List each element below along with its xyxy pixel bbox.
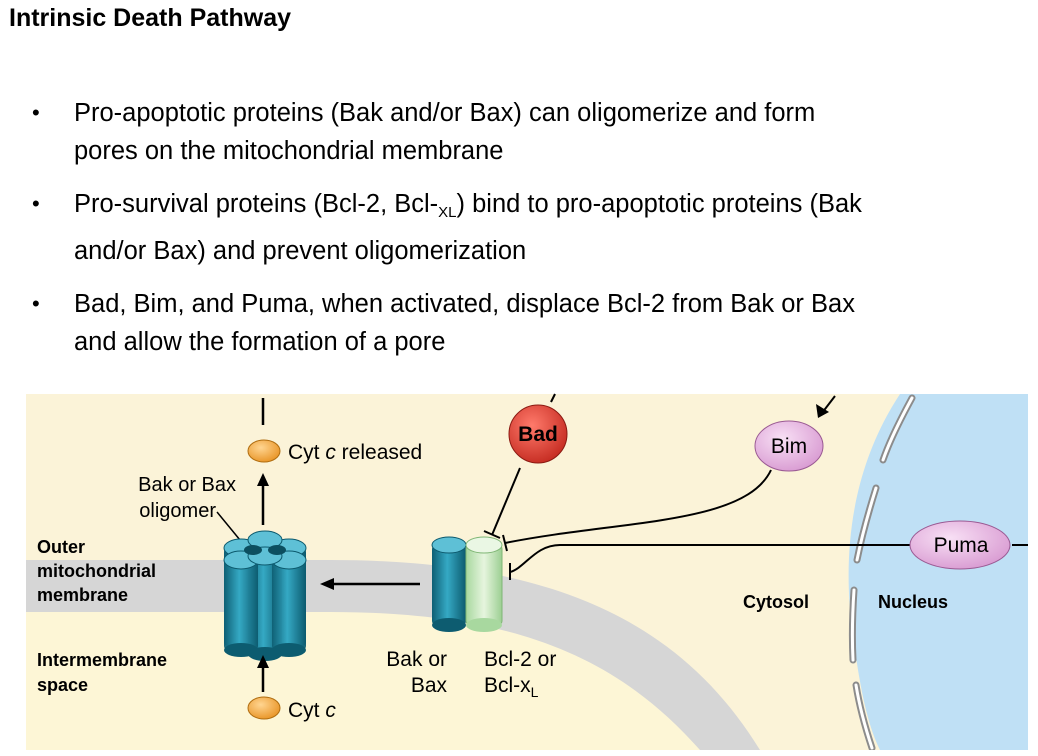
bullet-text-after-subscript: ) bind to pro-apoptotic proteins (Bak (456, 190, 862, 218)
bullet-text-continued: and/or Bax) and prevent oligomerization (74, 237, 527, 265)
cytosol-label: Cytosol (743, 592, 809, 612)
cyt-c-released-molecule (247, 439, 281, 463)
bullet-text-continued: and allow the formation of a pore (74, 328, 446, 356)
bullet-text: Pro-apoptotic proteins (Bak and/or Bax) … (74, 99, 816, 127)
bullet-dot: • (32, 191, 40, 216)
oligomer-label-line1: Bak or Bax (138, 474, 236, 496)
bad-protein (508, 404, 568, 464)
bak-bax-label-2: Bax (411, 674, 448, 697)
bad-label: Bad (518, 423, 558, 446)
bcl2-barrel (465, 544, 503, 626)
bak-bax-barrel (432, 545, 466, 625)
bcl2-label-2: Bcl-xL (484, 674, 539, 700)
bullet-item: • Pro-survival proteins (Bcl-2, Bcl-XL) … (26, 185, 1016, 270)
outer-membrane-label-1: Outer (37, 537, 85, 557)
intermembrane-label-1: Intermembrane (37, 650, 167, 670)
bcl2-label-1: Bcl-2 or (484, 648, 556, 671)
puma-label: Puma (934, 534, 989, 557)
puma-protein (909, 520, 1011, 570)
bullet-text-continued: pores on the mitochondrial membrane (74, 137, 504, 165)
bullet-list: • Pro-apoptotic proteins (Bak and/or Bax… (26, 94, 1016, 376)
cyt-c-label: Cyt c (288, 699, 336, 722)
puma-inhibition-line (509, 544, 561, 573)
bullet-text: Bad, Bim, and Puma, when activated, disp… (74, 290, 855, 318)
bak-bax-oligomer (223, 530, 307, 661)
slide-title: Intrinsic Death Pathway (9, 4, 292, 32)
outer-membrane-label-2: mitochondrial (37, 561, 156, 581)
oligomer-pointer (216, 511, 241, 541)
diagram-panel (26, 394, 1028, 750)
bullet-dot: • (32, 291, 40, 316)
outer-membrane-band (26, 560, 760, 750)
bad-inhibition-line (491, 467, 521, 536)
cyt-c-molecule (247, 696, 281, 720)
bullet-dot: • (32, 100, 40, 125)
cyt-c-released-label: Cyt c released (288, 441, 422, 464)
nucleus-region (848, 394, 1028, 750)
intermembrane-region (26, 612, 700, 750)
oligomer-label-line2: oligomer (139, 500, 216, 522)
nucleus-label: Nucleus (878, 592, 948, 612)
bim-label: Bim (771, 435, 807, 458)
bim-protein (754, 420, 824, 472)
outer-membrane-label-3: membrane (37, 585, 128, 605)
bullet-subscript: XL (438, 204, 457, 221)
bim-inhibition-line (504, 469, 772, 544)
bak-bax-label-1: Bak or (386, 648, 447, 671)
intermembrane-label-2: space (37, 675, 88, 695)
bullet-item: • Bad, Bim, and Puma, when activated, di… (26, 285, 1016, 361)
bullet-item: • Pro-apoptotic proteins (Bak and/or Bax… (26, 94, 1016, 170)
bak-bcl2-complex (431, 536, 503, 632)
bullet-text: Pro-survival proteins (Bcl-2, Bcl- (74, 190, 439, 218)
